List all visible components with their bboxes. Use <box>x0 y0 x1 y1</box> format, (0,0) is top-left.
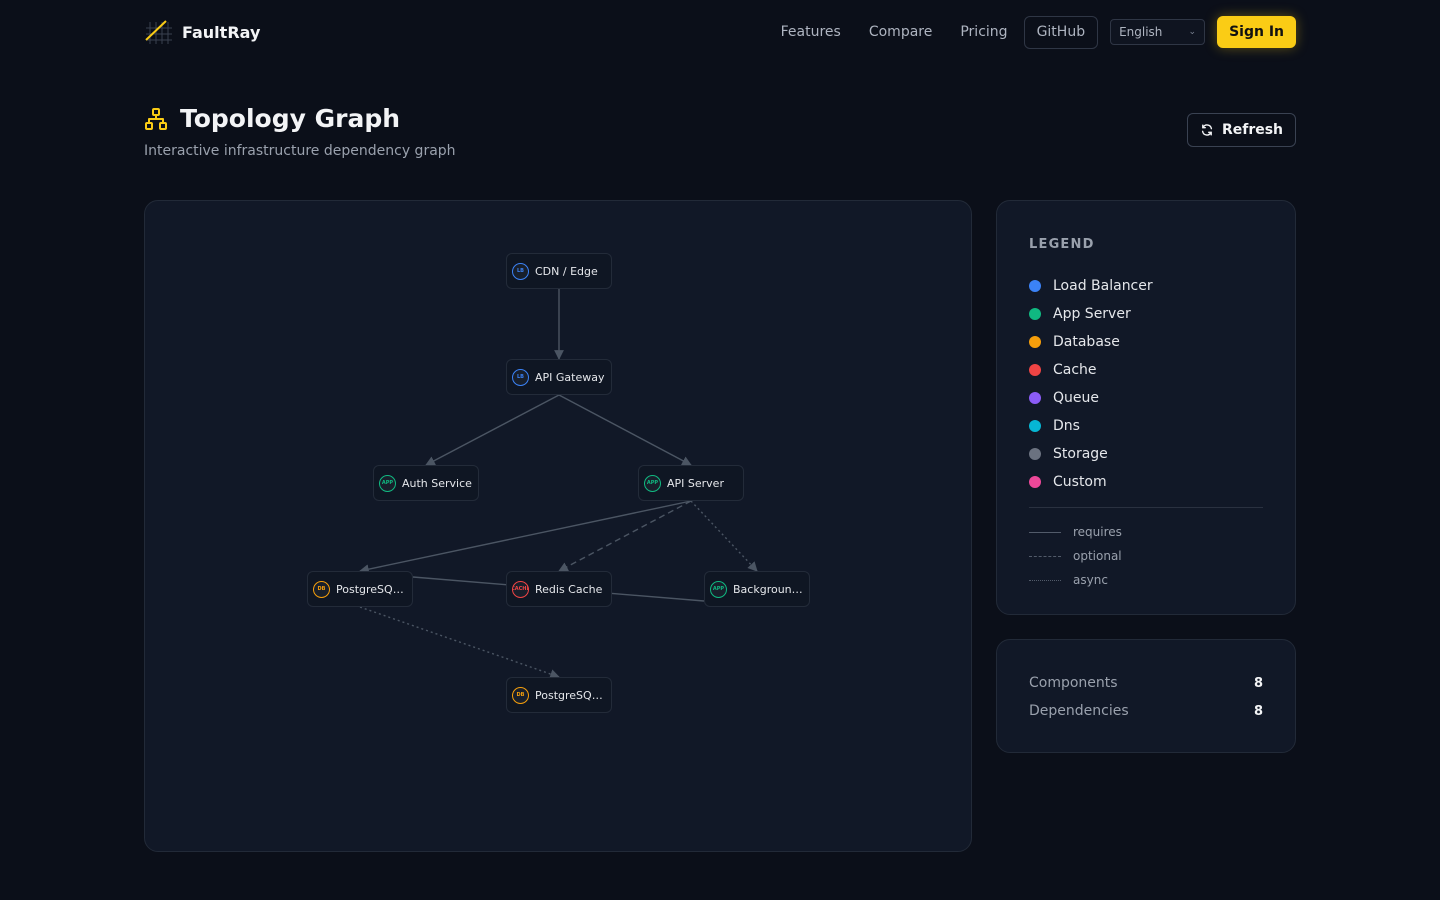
stat-dependencies: Dependencies 8 <box>1029 697 1263 725</box>
stat-dependencies-value: 8 <box>1253 703 1263 719</box>
db-type-icon: DB <box>313 580 330 598</box>
legend-dot <box>1029 420 1041 432</box>
stat-components: Components 8 <box>1029 669 1263 697</box>
legend-item: Load Balancer <box>1029 272 1263 300</box>
legend-divider <box>1029 507 1263 508</box>
graph-node-pgp[interactable]: DB PostgreSQL Pr... <box>307 571 413 607</box>
legend-dot <box>1029 308 1041 320</box>
stat-components-label: Components <box>1029 675 1118 691</box>
legend-title: LEGEND <box>1029 237 1095 252</box>
page-title: Topology Graph <box>180 104 401 133</box>
nav-right: Features Compare Pricing GitHub English … <box>780 15 1296 49</box>
graph-node-label: Redis Cache <box>535 582 603 596</box>
refresh-label: Refresh <box>1221 122 1284 138</box>
graph-node-label: CDN / Edge <box>535 264 598 278</box>
legend-dot <box>1029 392 1041 404</box>
graph-node-redis[interactable]: CACHE Redis Cache <box>506 571 612 607</box>
edge-sample <box>1029 555 1061 557</box>
graph-edge-gw-api <box>558 394 692 466</box>
graph-node-auth[interactable]: APP Auth Service <box>373 465 479 501</box>
graph-edge-api-redis <box>558 500 692 572</box>
app-type-icon: APP <box>710 580 727 598</box>
legend-item: Queue <box>1029 384 1263 412</box>
graph-node-pgr[interactable]: DB PostgreSQL Re... <box>506 677 612 713</box>
refresh-icon <box>1201 124 1213 136</box>
sign-in-button[interactable]: Sign In <box>1217 16 1296 48</box>
github-button[interactable]: GitHub <box>1023 15 1099 49</box>
legend-item: Storage <box>1029 440 1263 468</box>
graph-node-gw[interactable]: LB API Gateway <box>506 359 612 395</box>
edge-type-label: optional <box>1073 549 1122 563</box>
faultray-logo-icon <box>145 20 172 44</box>
edge-type-requires: requires <box>1029 520 1263 544</box>
legend-label: Dns <box>1053 418 1080 434</box>
brand-name: FaultRay <box>182 22 261 42</box>
legend-dot <box>1029 280 1041 292</box>
legend-item: Cache <box>1029 356 1263 384</box>
graph-edge-api-bg <box>690 500 758 572</box>
graph-node-label: PostgreSQL Pr... <box>336 582 407 596</box>
title-row: Topology Graph <box>144 104 456 133</box>
legend-dot <box>1029 364 1041 376</box>
app-type-icon: APP <box>379 474 396 492</box>
legend-label: Load Balancer <box>1053 278 1153 294</box>
legend-label: Database <box>1053 334 1120 350</box>
edge-type-label: requires <box>1073 525 1122 539</box>
legend-item: Dns <box>1029 412 1263 440</box>
edge-sample <box>1029 579 1061 581</box>
refresh-button[interactable]: Refresh <box>1187 113 1296 147</box>
edge-type-optional: optional <box>1029 544 1263 568</box>
chevron-down-icon: ⌄ <box>1188 27 1197 37</box>
graph-edge-gw-auth <box>425 394 560 466</box>
cache-type-icon: CACHE <box>512 580 529 598</box>
page-header: Topology Graph Interactive infrastructur… <box>144 104 456 159</box>
legend-label: Custom <box>1053 474 1107 490</box>
legend-dot <box>1029 448 1041 460</box>
legend-dot <box>1029 476 1041 488</box>
nav-link-pricing[interactable]: Pricing <box>960 24 1008 40</box>
db-type-icon: DB <box>512 686 529 704</box>
legend-label: Cache <box>1053 362 1097 378</box>
app-type-icon: APP <box>644 474 661 492</box>
legend-item: App Server <box>1029 300 1263 328</box>
edge-type-async: async <box>1029 568 1263 592</box>
lb-type-icon: LB <box>512 262 529 280</box>
top-nav: FaultRay Features Compare Pricing GitHub… <box>144 0 1296 64</box>
legend-item: Database <box>1029 328 1263 356</box>
stat-dependencies-label: Dependencies <box>1029 703 1129 719</box>
legend-label: Queue <box>1053 390 1099 406</box>
language-value: English <box>1119 25 1163 39</box>
nav-link-compare[interactable]: Compare <box>868 24 933 40</box>
graph-node-bg[interactable]: APP Background Wo... <box>704 571 810 607</box>
lb-type-icon: LB <box>512 368 529 386</box>
edge-type-list: requires optional async <box>1029 520 1263 592</box>
graph-edge-api-pgp <box>359 500 692 574</box>
brand[interactable]: FaultRay <box>144 18 260 46</box>
graph-node-cdn[interactable]: LB CDN / Edge <box>506 253 612 289</box>
topology-icon <box>145 107 167 130</box>
graph-node-label: API Server <box>667 476 724 490</box>
graph-edges <box>359 289 758 679</box>
edge-sample <box>1029 531 1061 533</box>
nav-link-features[interactable]: Features <box>780 24 841 40</box>
legend-label: App Server <box>1053 306 1131 322</box>
legend-label: Storage <box>1053 446 1108 462</box>
language-select[interactable]: English ⌄ <box>1110 19 1206 45</box>
legend-dot <box>1029 336 1041 348</box>
legend-item: Custom <box>1029 468 1263 496</box>
page-subtitle: Interactive infrastructure dependency gr… <box>144 143 456 159</box>
stats-panel: Components 8 Dependencies 8 <box>996 639 1296 753</box>
edge-type-label: async <box>1073 573 1108 587</box>
graph-node-label: Auth Service <box>402 476 472 490</box>
graph-node-api[interactable]: APP API Server <box>638 465 744 501</box>
graph-node-label: PostgreSQL Re... <box>535 688 606 702</box>
stat-components-value: 8 <box>1253 675 1263 691</box>
graph-node-label: API Gateway <box>535 370 605 384</box>
graph-edge-pgp-pgr <box>359 606 560 679</box>
graph-node-label: Background Wo... <box>733 582 804 596</box>
